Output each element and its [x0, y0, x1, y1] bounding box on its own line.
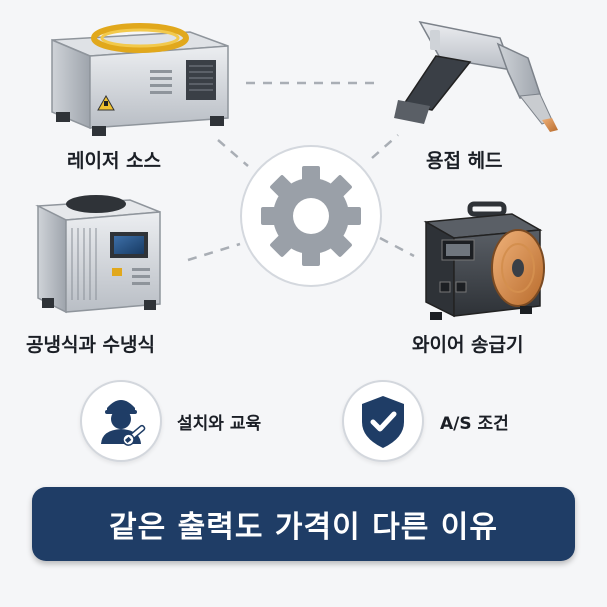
connector-wire-feeder	[379, 236, 415, 258]
gear-icon	[261, 166, 361, 266]
laser-source-icon	[51, 23, 229, 136]
welding-head-label: 용접 헤드	[426, 150, 503, 172]
as-warranty-label: A/S 조건	[440, 414, 509, 434]
connector-laser-left	[217, 139, 249, 167]
as-warranty-badge	[342, 380, 424, 462]
welding-head-icon	[394, 20, 558, 132]
cooling-label: 공냉식과 수냉식	[26, 334, 155, 356]
wire-feeder-icon	[423, 201, 545, 320]
connector-cooling	[187, 242, 241, 262]
cooling-unit-icon	[35, 195, 161, 314]
installation-label: 설치와 교육	[177, 414, 262, 434]
installation-badge	[80, 380, 162, 462]
connector-welding-head	[371, 134, 399, 159]
wire-feeder-label: 와이어 송급기	[412, 334, 524, 356]
banner-title: 같은 출력도 가격이 다른 이유	[109, 510, 498, 545]
central-gear-hub	[240, 145, 382, 287]
laser-source-label: 레이저 소스	[67, 150, 162, 172]
shield-check-icon	[362, 396, 404, 448]
connector-lines	[187, 81, 415, 262]
title-banner: 같은 출력도 가격이 다른 이유	[32, 487, 575, 561]
technician-icon	[101, 400, 146, 446]
